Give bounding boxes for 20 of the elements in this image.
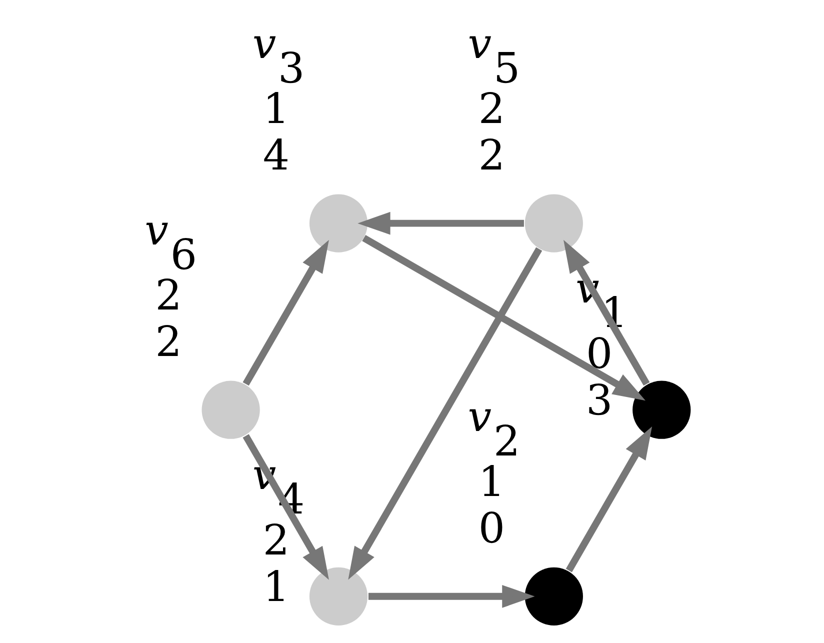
node-circle (524, 194, 582, 252)
node-label: 1 4 (262, 84, 290, 180)
arrow (362, 234, 645, 401)
node-circle (308, 567, 368, 626)
arrow (357, 212, 524, 235)
arrow (348, 247, 542, 580)
node-label: 1 0 (478, 457, 504, 553)
node-circle (632, 380, 690, 439)
node-circle (308, 194, 368, 252)
arrow (565, 426, 652, 572)
arrow (242, 240, 328, 386)
node-label: 2 2 (478, 84, 504, 180)
arrow (242, 434, 328, 580)
node-label: 2 2 (154, 270, 182, 366)
node-label: 2 1 (262, 515, 290, 611)
arrow (563, 240, 650, 386)
node-circle (524, 567, 582, 626)
arrow (368, 585, 534, 608)
node-circle (201, 380, 260, 439)
node-label: 0 3 (586, 328, 612, 424)
